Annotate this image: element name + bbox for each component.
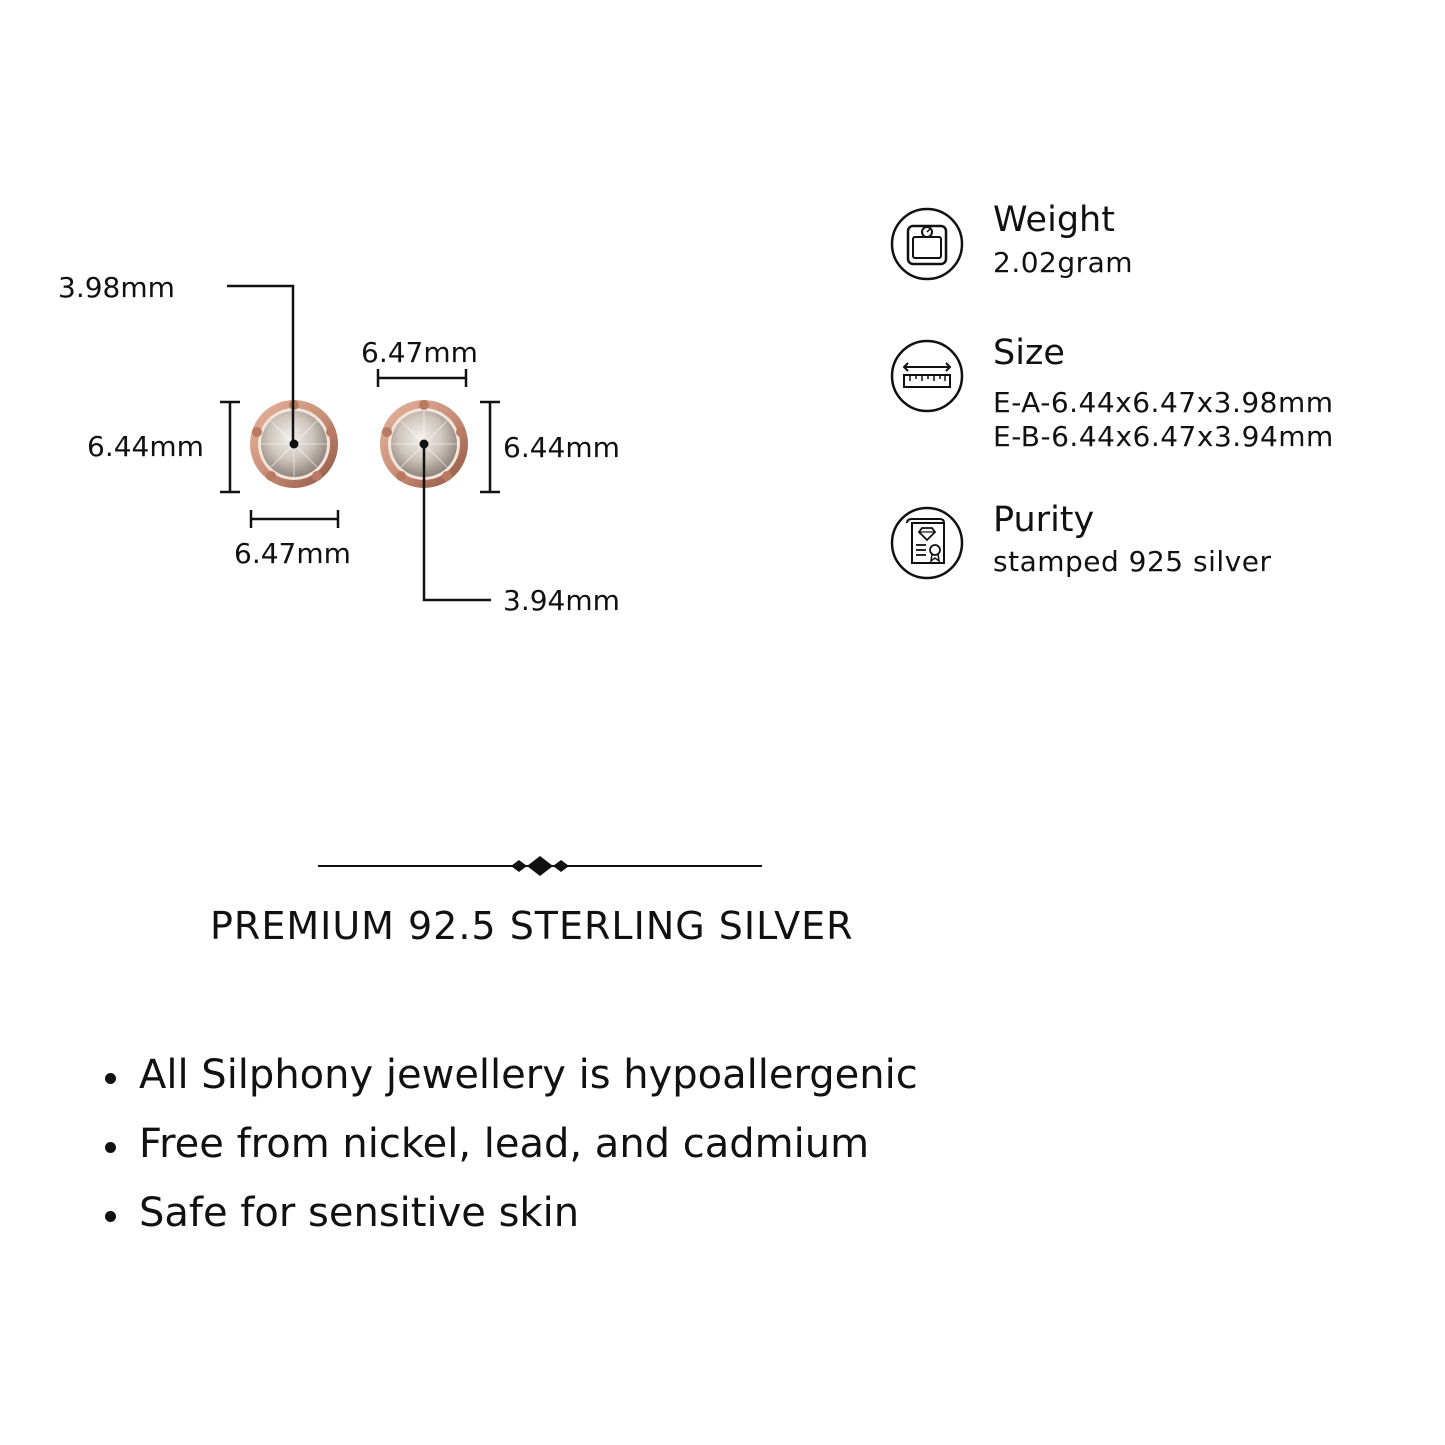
material-banner: PREMIUM 92.5 STERLING SILVER xyxy=(210,904,854,948)
list-item: All Silphony jewellery is hypoallergenic xyxy=(105,1055,918,1124)
divider-ornament xyxy=(318,856,762,876)
ruler-icon xyxy=(890,339,964,413)
left-width-label: 6.47mm xyxy=(234,537,351,570)
list-item: Safe for sensitive skin xyxy=(105,1193,918,1262)
left-height-label: 6.44mm xyxy=(87,430,204,463)
feature-text: Safe for sensitive skin xyxy=(139,1190,580,1236)
dimension-lines xyxy=(220,284,500,602)
feature-text: All Silphony jewellery is hypoallergenic xyxy=(139,1052,918,1098)
spec-value-size-b: E-B-6.44x6.47x3.94mm xyxy=(993,420,1334,453)
certificate-icon xyxy=(890,506,964,580)
list-item: Free from nickel, lead, and cadmium xyxy=(105,1124,918,1193)
bullet-icon xyxy=(105,1211,116,1222)
right-height-label: 6.44mm xyxy=(503,431,620,464)
feature-list: All Silphony jewellery is hypoallergenic… xyxy=(105,1055,918,1262)
scale-icon xyxy=(890,207,964,281)
bullet-icon xyxy=(105,1142,116,1153)
bullet-icon xyxy=(105,1073,116,1084)
left-earring xyxy=(250,400,338,488)
spec-value-weight: 2.02gram xyxy=(993,246,1134,279)
left-depth-label: 3.98mm xyxy=(58,271,175,304)
spec-value-purity: stamped 925 silver xyxy=(993,545,1272,578)
spec-title-size: Size xyxy=(993,333,1065,373)
right-width-label: 6.47mm xyxy=(361,336,478,369)
right-depth-label: 3.94mm xyxy=(503,584,620,617)
spec-value-size-a: E-A-6.44x6.47x3.98mm xyxy=(993,386,1334,419)
spec-title-purity: Purity xyxy=(993,500,1095,540)
earring-dimension-diagram xyxy=(220,284,500,602)
feature-text: Free from nickel, lead, and cadmium xyxy=(139,1121,870,1167)
right-earring xyxy=(380,400,468,488)
spec-title-weight: Weight xyxy=(993,200,1115,240)
